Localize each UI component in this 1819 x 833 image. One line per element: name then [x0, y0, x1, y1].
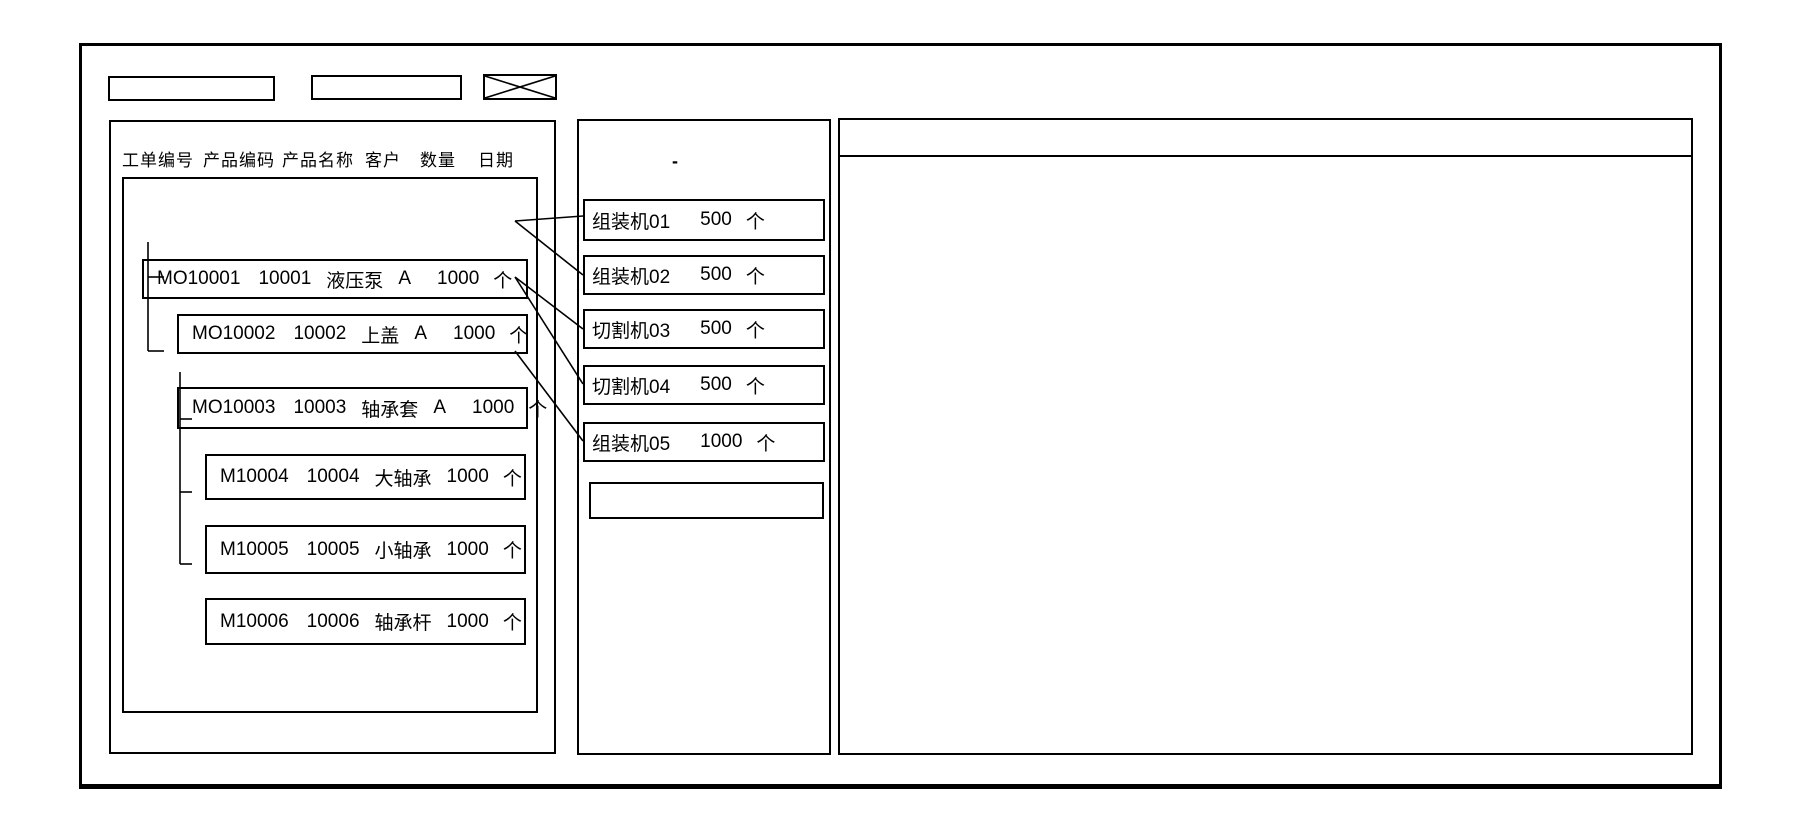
tree-node-mo10001[interactable]: MO10001 10001 液压泵 A 1000 个: [142, 259, 528, 299]
product-code: 10005: [306, 538, 360, 560]
toolbar-field-1[interactable]: [108, 76, 275, 101]
product-name: 轴承杆: [374, 613, 432, 634]
tree-node-m10004[interactable]: M10004 10004 大轴承 1000 个: [205, 454, 526, 500]
tree-node-mo10002[interactable]: MO10002 10002 上盖 A 1000 个: [177, 314, 528, 354]
order-no: MO10001: [157, 268, 241, 289]
column-header-date: 日期: [478, 151, 514, 170]
product-code: 10002: [293, 323, 347, 344]
detail-panel-header-row: [840, 120, 1691, 157]
customer: A: [398, 268, 411, 289]
close-button[interactable]: [483, 74, 557, 100]
tree-node-m10005[interactable]: M10005 10005 小轴承 1000 个: [205, 525, 526, 574]
machine-box-4[interactable]: 切割机04 500 个: [583, 365, 825, 405]
machine-qty: 1000: [700, 431, 743, 452]
product-name: 轴承套: [361, 399, 419, 421]
unit: 个: [745, 320, 765, 342]
machine-box-1[interactable]: 组装机01 500 个: [583, 199, 825, 241]
quantity: 1000: [446, 610, 489, 632]
panel-dash: -: [672, 151, 678, 171]
product-name: 上盖: [361, 325, 400, 347]
order-no: M10006: [220, 610, 289, 632]
product-code: 10004: [306, 466, 360, 487]
unit: 个: [745, 211, 765, 233]
order-no: M10004: [220, 466, 289, 487]
machine-qty: 500: [700, 318, 732, 339]
machine-box-5[interactable]: 组装机05 1000 个: [583, 422, 825, 462]
machine-qty: 500: [700, 209, 732, 230]
column-header-product-name: 产品名称: [282, 151, 354, 170]
customer: A: [414, 323, 427, 344]
machine-name: 组装机02: [592, 266, 671, 288]
work-order-panel: 工单编号 产品编码 产品名称 客户 数量 日期 MO10001 10001 液压…: [109, 120, 556, 754]
quantity: 1000: [446, 538, 489, 560]
unit: 个: [756, 433, 776, 455]
close-x-icon: [485, 76, 555, 98]
column-header-qty: 数量: [420, 151, 456, 170]
product-name: 小轴承: [374, 541, 432, 562]
unit: 个: [502, 468, 522, 490]
product-name: 大轴承: [374, 468, 432, 490]
unit: 个: [528, 399, 548, 421]
column-header-product-code: 产品编码: [203, 151, 275, 170]
machine-box-3[interactable]: 切割机03 500 个: [583, 309, 825, 349]
machine-qty: 500: [700, 374, 732, 395]
order-no: MO10002: [192, 323, 276, 344]
unit: 个: [502, 541, 522, 562]
quantity: 1000: [446, 466, 489, 487]
product-code: 10001: [258, 268, 312, 289]
machine-qty: 500: [700, 264, 732, 285]
quantity: 1000: [437, 268, 480, 289]
machine-box-2[interactable]: 组装机02 500 个: [583, 255, 825, 295]
product-code: 10003: [293, 397, 347, 418]
quantity: 1000: [472, 397, 515, 418]
unit: 个: [745, 376, 765, 398]
product-name: 液压泵: [326, 270, 384, 292]
column-header-customer: 客户: [365, 151, 401, 170]
column-header-order-no: 工单编号: [122, 151, 194, 170]
machine-name: 组装机01: [592, 211, 671, 233]
customer: A: [433, 397, 446, 418]
machine-name: 切割机04: [592, 376, 671, 398]
app-window: 工单编号 产品编码 产品名称 客户 数量 日期 MO10001 10001 液压…: [79, 43, 1722, 789]
unit: 个: [745, 266, 765, 288]
machine-name: 组装机05: [592, 433, 671, 455]
toolbar-field-2[interactable]: [311, 75, 462, 100]
unit: 个: [502, 613, 522, 634]
tree-node-mo10003[interactable]: MO10003 10003 轴承套 A 1000 个: [177, 387, 547, 429]
quantity: 1000: [453, 323, 496, 344]
detail-panel: [838, 118, 1693, 755]
order-no: M10005: [220, 538, 289, 560]
unit: 个: [493, 270, 513, 292]
product-code: 10006: [306, 610, 360, 632]
machine-panel: - 组装机01 500 个 组装机02 500 个 切割机03 500 个 切割…: [577, 119, 831, 755]
order-tree-container: MO10001 10001 液压泵 A 1000 个 MO10002 10002…: [122, 177, 547, 713]
unit: 个: [509, 325, 529, 347]
machine-name: 切割机03: [592, 320, 671, 342]
machine-box-empty[interactable]: [589, 482, 824, 519]
tree-node-m10006[interactable]: M10006 10006 轴承杆 1000 个: [205, 598, 526, 645]
order-no: MO10003: [192, 397, 276, 418]
